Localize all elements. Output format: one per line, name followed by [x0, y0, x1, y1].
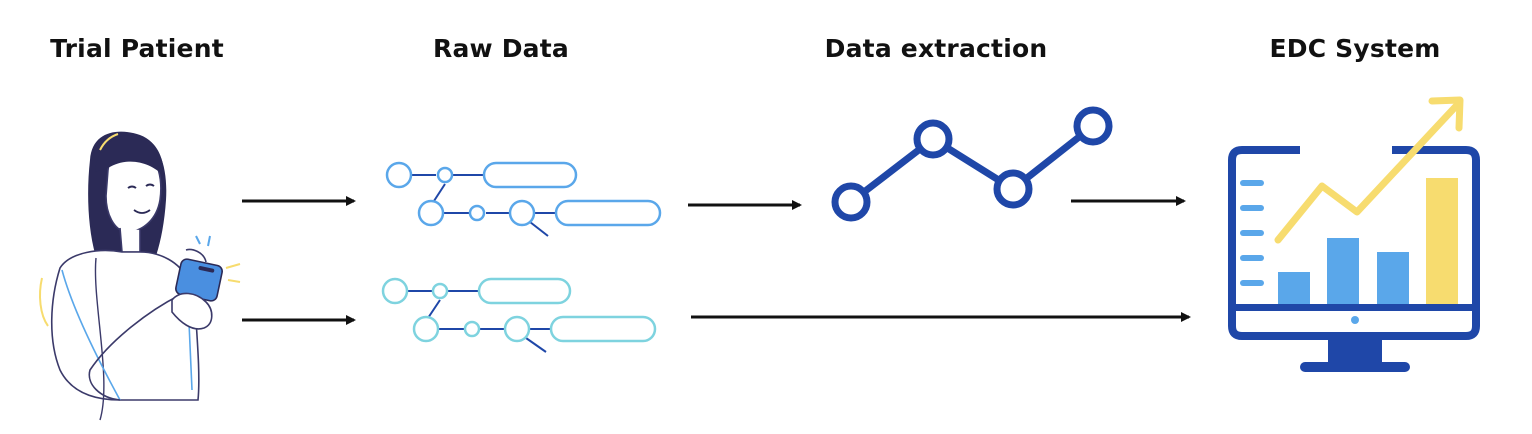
- stage-label-edc-system: EDC System: [1269, 34, 1441, 63]
- line-graph-icon: [831, 106, 1113, 222]
- data-nodes-icon-teal: [381, 277, 657, 353]
- monitor-bar-chart-icon: [1228, 96, 1480, 372]
- woman-using-phone-icon: [39, 131, 241, 421]
- stage-label-raw-data: Raw Data: [433, 34, 569, 63]
- stage-label-trial-patient: Trial Patient: [50, 34, 224, 63]
- data-nodes-icon-blue: [385, 161, 662, 237]
- stage-label-data-extraction: Data extraction: [824, 34, 1048, 63]
